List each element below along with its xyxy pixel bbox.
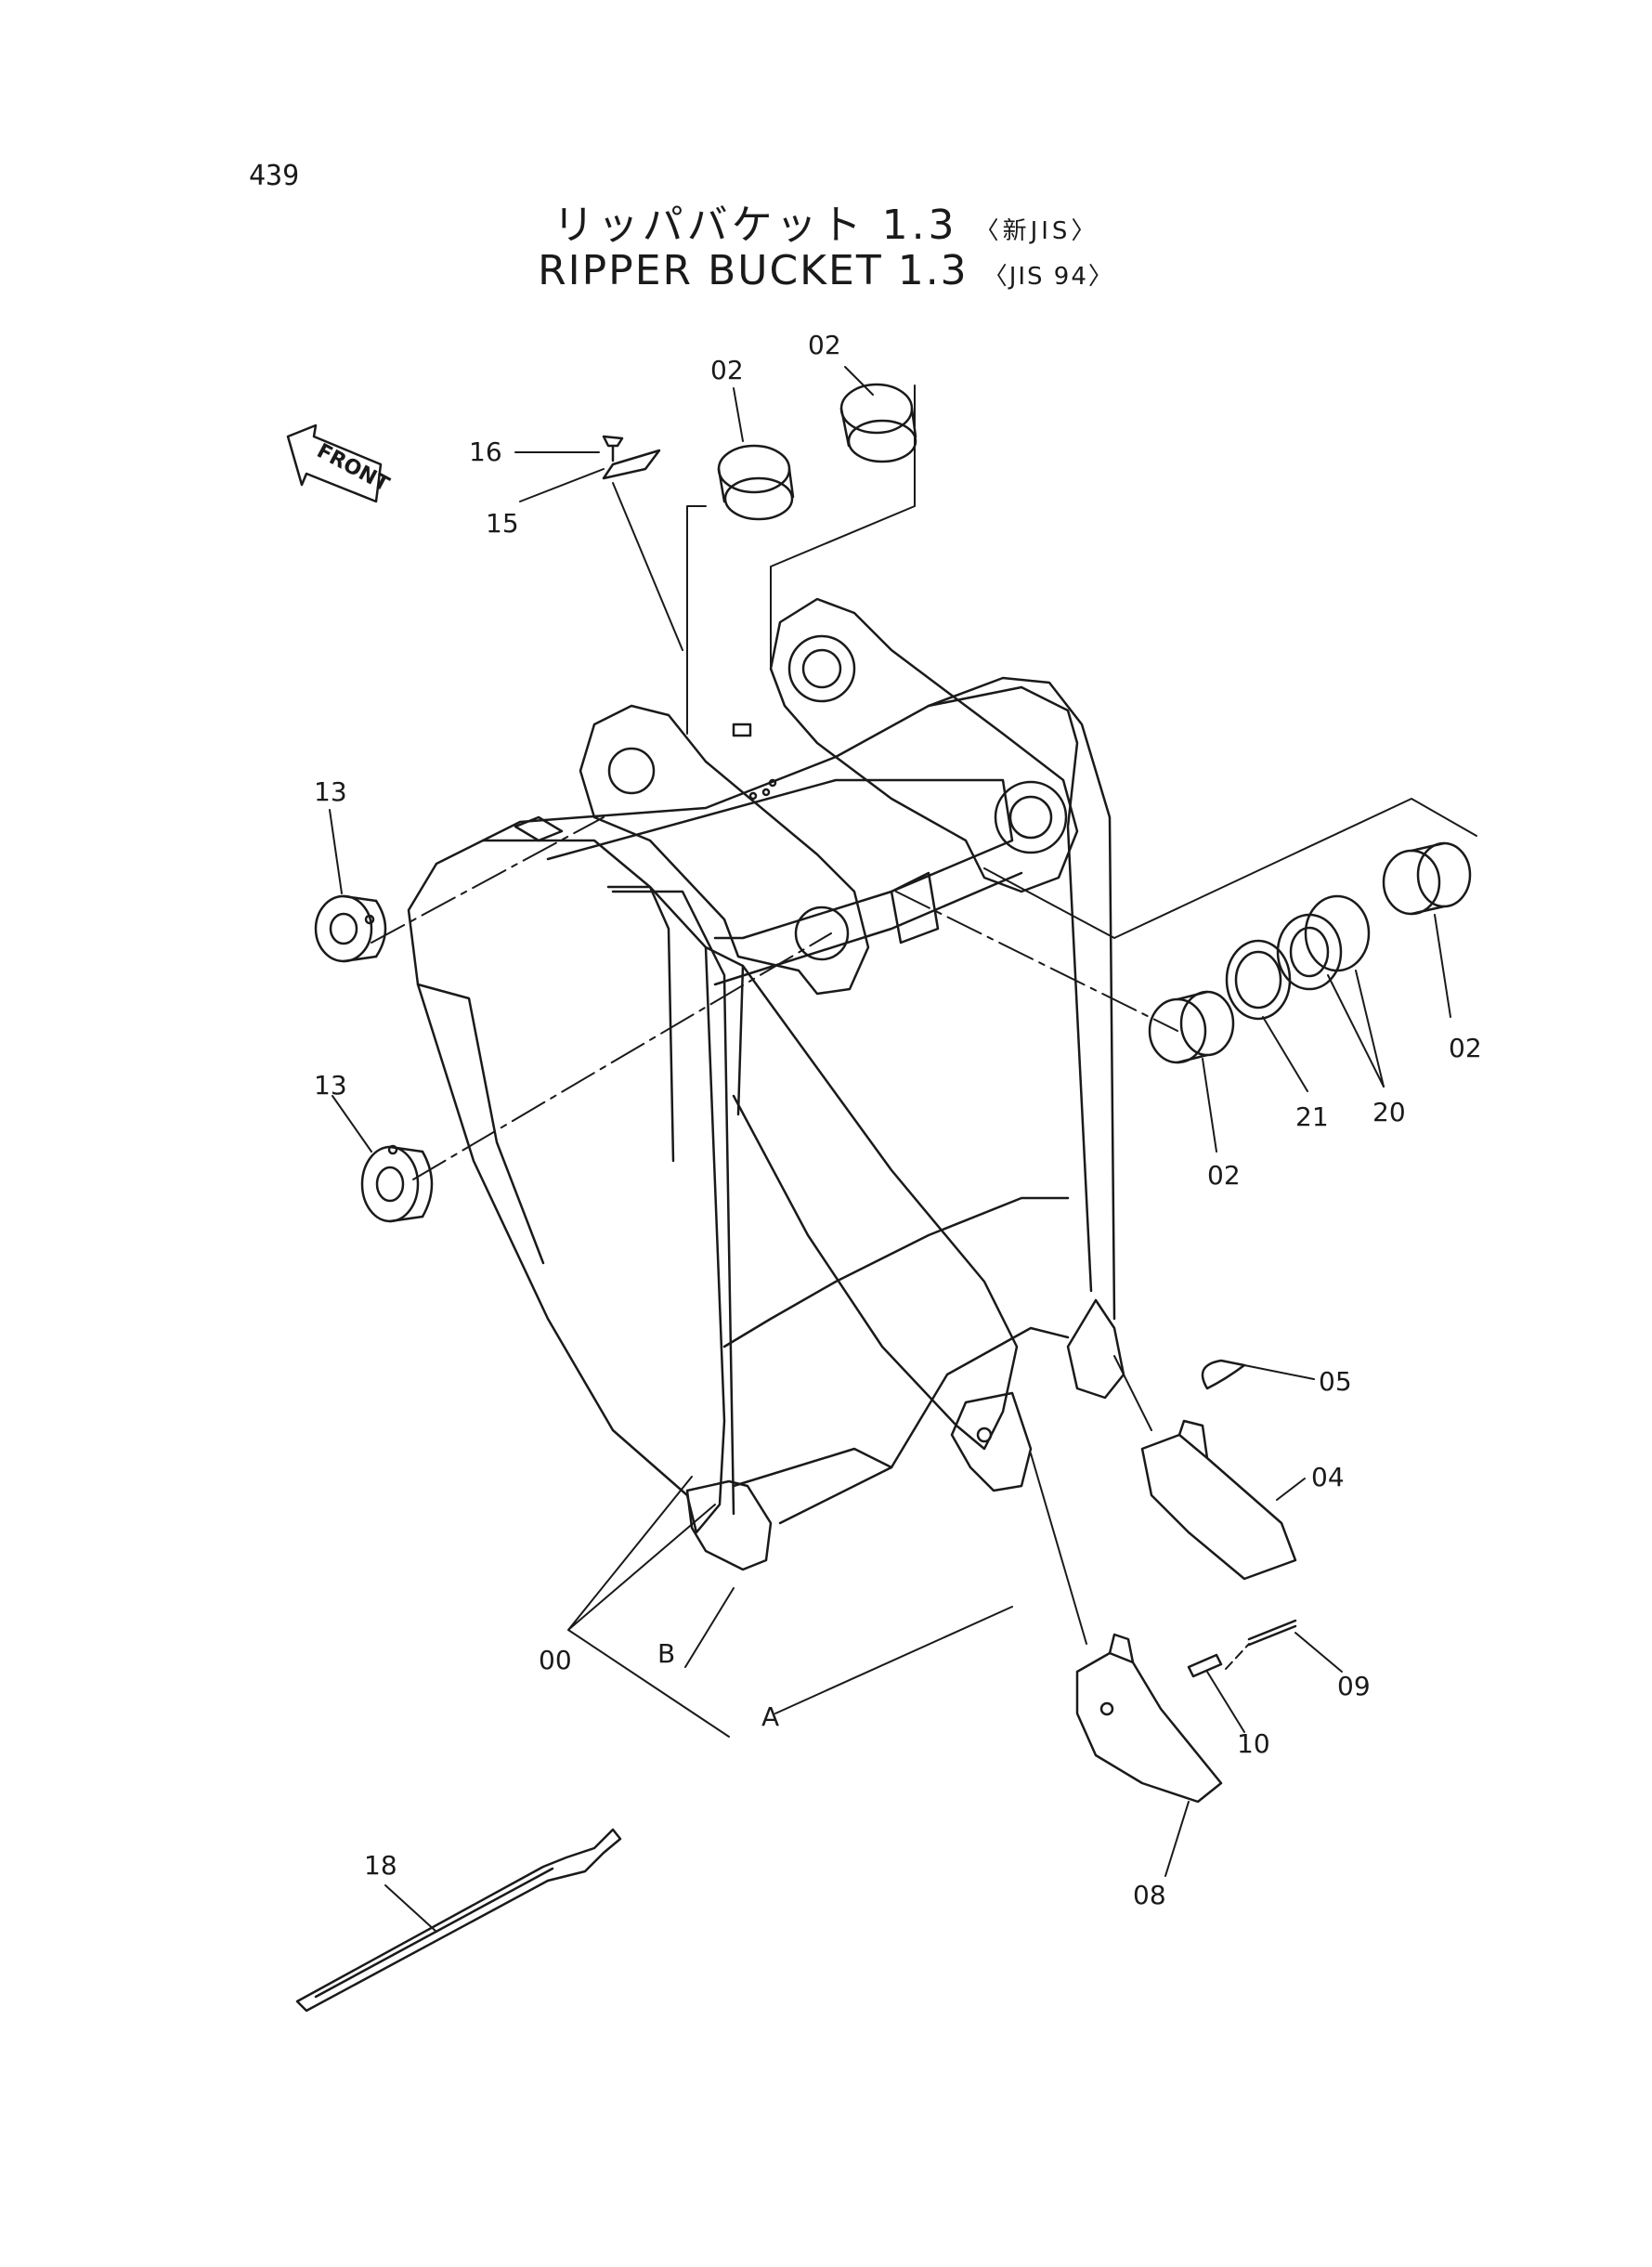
callout-a: A	[761, 1701, 779, 1732]
callout-04: 04	[1311, 1462, 1345, 1492]
title-english: RIPPER BUCKET 1.3 〈JIS 94〉	[0, 247, 1652, 294]
title-jp-spec: 〈新JIS〉	[974, 217, 1099, 245]
front-arrow-icon: FRONT	[286, 423, 393, 503]
callout-10: 10	[1237, 1728, 1270, 1759]
callout-02: 02	[1207, 1160, 1241, 1191]
bucket-body	[407, 597, 1125, 1571]
tooth-08	[1075, 1633, 1223, 1804]
collar-13-lower	[360, 1144, 434, 1223]
page-number: 439	[249, 160, 300, 192]
bushing-02-right-front	[1148, 990, 1235, 1064]
callout-02: 02	[808, 330, 841, 360]
bushing-02-right-rear	[1382, 841, 1472, 916]
callout-b: B	[657, 1638, 675, 1669]
bushing-02-top	[839, 383, 917, 463]
tooth-04	[1140, 1419, 1297, 1581]
callout-09: 09	[1337, 1671, 1371, 1701]
clip-05	[1201, 1359, 1246, 1390]
lock-09	[1247, 1619, 1297, 1647]
tool-18	[295, 1828, 622, 2013]
shims-20	[1276, 894, 1371, 991]
title-en-spec: 〈JIS 94〉	[982, 263, 1114, 291]
pin-10	[1187, 1653, 1223, 1678]
title-jp-main: リッパバケット 1.3	[553, 202, 958, 249]
title-japanese: リッパバケット 1.3 〈新JIS〉	[0, 191, 1652, 251]
shim-21	[1225, 939, 1292, 1021]
callout-05: 05	[1319, 1366, 1352, 1397]
callout-13: 13	[314, 776, 347, 807]
callout-13: 13	[314, 1070, 347, 1101]
callout-21: 21	[1295, 1101, 1329, 1132]
callout-02: 02	[1449, 1033, 1482, 1063]
bolt-16	[602, 435, 624, 463]
plate-15	[602, 449, 661, 480]
title-en-main: RIPPER BUCKET 1.3	[538, 247, 969, 294]
callout-16: 16	[469, 436, 502, 467]
bushing-02-upper-left	[717, 444, 795, 521]
callout-02: 02	[710, 355, 744, 385]
callout-18: 18	[364, 1850, 397, 1881]
callout-20: 20	[1372, 1097, 1406, 1127]
callout-00: 00	[539, 1645, 572, 1675]
callout-08: 08	[1133, 1880, 1166, 1910]
callout-15: 15	[486, 508, 519, 539]
collar-13-upper	[314, 894, 387, 963]
